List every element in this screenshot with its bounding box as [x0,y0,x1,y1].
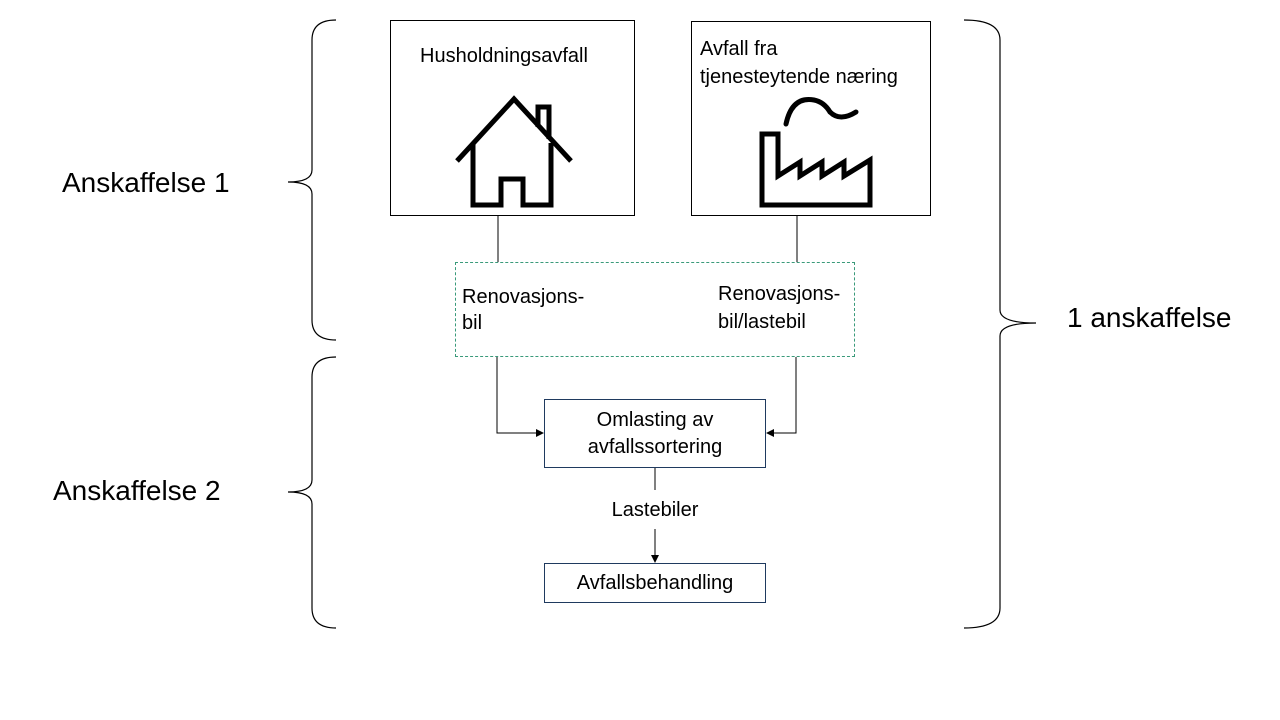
anskaffelse-2-label: Anskaffelse 2 [53,475,221,506]
collection-right-line1: Renovasjons- [718,283,841,305]
trucks-label: Lastebiler [611,499,699,521]
anskaffelse-1-label: Anskaffelse 1 [62,167,230,198]
house-icon [455,95,573,208]
service-waste-label-line2: tjenesteytende næring [700,66,898,88]
one-anskaffelse-label: 1 anskaffelse [1067,302,1232,333]
collection-left-line1: Renovasjons- [462,286,585,308]
service-waste-label-line1: Avfall fra [700,38,778,60]
collection-vehicles-box: Renovasjons- bil Renovasjons- bil/lasteb… [455,262,855,357]
household-waste-label: Husholdningsavfall [420,45,588,67]
brace-anskaffelse-2 [287,356,337,629]
brace-anskaffelse-1 [287,19,337,341]
transfer-sorting-box: Omlasting av avfallssortering [544,399,766,468]
collection-left-line2: bil [462,312,483,334]
arrow-left-to-transfer [496,357,544,437]
collection-right-line2: bil/lastebil [718,311,806,333]
transfer-label-line2: avfallssortering [587,436,723,458]
waste-treatment-box: Avfallsbehandling [544,563,766,603]
factory-icon [759,97,873,208]
arrow-right-to-transfer [766,357,797,437]
brace-1-anskaffelse [963,19,1037,629]
waste-treatment-label: Avfallsbehandling [576,572,734,594]
household-waste-box: Husholdningsavfall [390,20,635,216]
service-industry-waste-box: Avfall fra tjenesteytende næring [691,21,931,216]
transfer-label-line1: Omlasting av [596,409,714,431]
